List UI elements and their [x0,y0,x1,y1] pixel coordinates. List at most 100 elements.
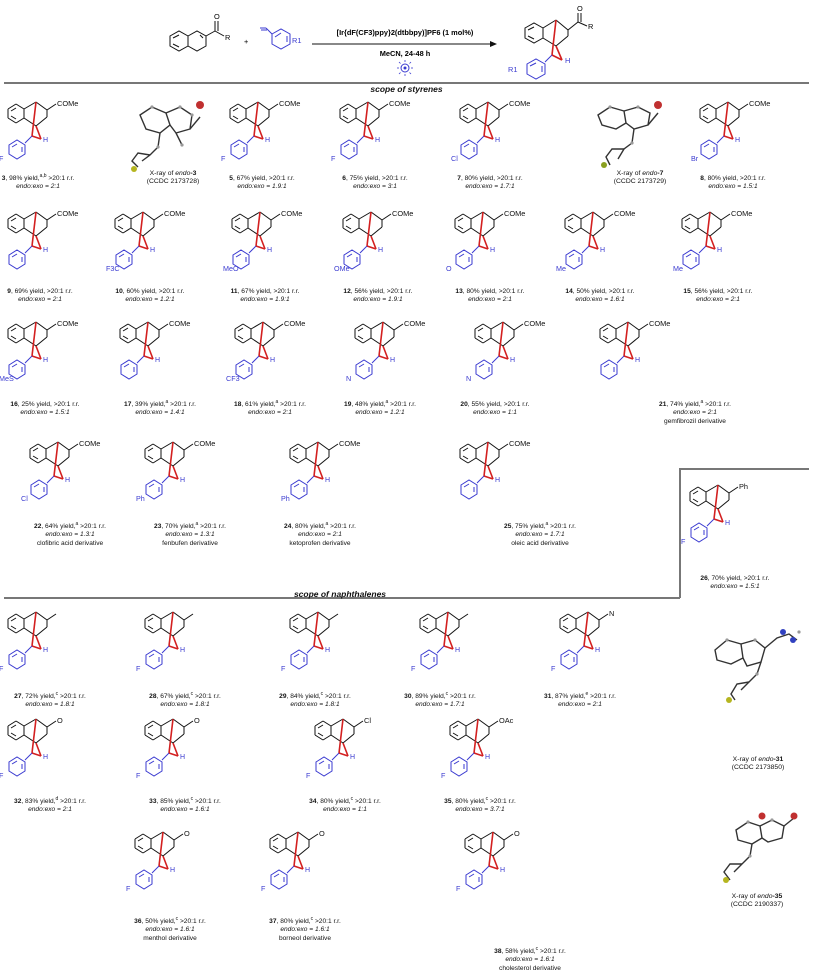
aryl-substituent-label: MeS [0,374,14,383]
yield-value: 80% yield, [295,523,326,531]
xray-structure-35 [712,808,802,888]
yield-value: 85% yield, [160,798,191,806]
product-structure [524,13,588,80]
svg-text:H: H [717,247,722,254]
rr-value: >20:1 r.r. [384,288,413,296]
yield-value: 67% yield, [160,693,191,701]
rr-value: >20:1 r.r. [388,401,416,409]
r-group-label: COMe [524,319,545,328]
aryl-substituent-label: N [346,374,351,383]
compound-number: 13 [455,288,463,296]
product-r-label: R [588,22,593,31]
compound-number: 10 [115,288,123,296]
compound-number: 8 [700,175,704,183]
footnote-marker: c [535,946,539,952]
endo-exo-ratio: endo:exo = 1.4:1 [135,409,185,417]
compound-number: 15 [683,288,691,296]
endo-exo-ratio: endo:exo = 3.7:1 [455,806,505,814]
derivative-note: borneol derivative [278,934,332,942]
yield-value: 75% yield, [515,523,546,531]
r-group-label: Ph [739,482,748,491]
compound-number: 38 [494,948,502,956]
footnote-marker: a [700,399,704,405]
aryl-substituent-label: F3C [106,264,120,273]
r-group-label: COMe [57,99,78,108]
r-group-label: OAc [499,716,514,725]
svg-text:H: H [43,357,48,364]
r-group-label: COMe [284,319,305,328]
compound-caption-26: 26, 70% yield, >20:1 r.r.endo:exo = 1.5:… [700,575,770,591]
compound-caption-16: 16, 25% yield, >20:1 r.r.endo:exo = 1.5:… [10,401,80,417]
svg-text:H: H [485,754,490,761]
compound-number: 27 [14,693,22,701]
r-group-label: O [194,716,200,725]
rr-value: >20:1 r.r. [267,175,295,183]
footnote-marker: a,b [39,173,47,179]
naphthyl-ketone-structure [169,21,225,52]
compound-number: 21 [659,401,667,409]
compound-number: 7 [457,175,461,183]
rr-value: >20:1 r.r. [193,798,221,806]
r-group-label: O [514,829,520,838]
svg-text:H: H [375,137,380,144]
divider-box-top [680,468,809,470]
aryl-substituent-label: F [126,884,131,893]
compound-caption-21: 21, 74% yield,a >20:1 r.r.endo:exo = 2:1… [659,399,731,425]
svg-text:H: H [43,647,48,654]
endo-exo-ratio: endo:exo = 1.6:1 [280,926,330,934]
endo-exo-ratio: endo:exo = 2:1 [673,409,717,417]
endo-exo-ratio: endo:exo = 2:1 [248,409,292,417]
svg-text:H: H [495,477,500,484]
compound-number: 6 [342,175,346,183]
aryl-substituent-label: F [281,664,286,673]
derivative-note: cholesterol derivative [499,964,561,972]
endo-exo-ratio: endo:exo = 1.9:1 [240,296,290,304]
svg-text:H: H [180,647,185,654]
rr-value: >20:1 r.r. [328,523,356,531]
svg-text:H: H [305,867,310,874]
rr-value: >20:1 r.r. [488,798,516,806]
svg-text:H: H [150,247,155,254]
aryl-substituent-label: F [0,664,4,673]
rr-value: >20:1 r.r. [538,948,566,956]
r-group-label: COMe [169,319,190,328]
compound-number: 19 [344,401,352,409]
rr-value: >20:1 r.r. [198,523,226,531]
aryl-substituent-label: O [446,264,452,273]
footnote-marker: c [190,691,194,697]
svg-text:H: H [595,647,600,654]
compound-number: 5 [229,175,233,183]
product-r1-label: R1 [508,65,517,74]
derivative-note: clofibric acid derivative [36,539,104,547]
r-group-label: COMe [509,99,530,108]
r-group-label: COMe [339,439,360,448]
endo-exo-ratio: endo:exo = 1.7:1 [515,531,565,539]
rr-value: >20:1 r.r. [58,798,86,806]
compound-caption-27: 27, 72% yield,c >20:1 r.r.endo:exo = 1.8… [14,691,86,709]
aryl-substituent-label: Br [691,154,699,163]
yield-value: 98% yield, [9,175,40,183]
yield-value: 74% yield, [670,401,701,409]
rr-value: >20:1 r.r. [271,288,300,296]
compound-number: 34 [309,798,317,806]
endo-exo-ratio: endo:exo = 1.6:1 [505,956,555,964]
rr-value: >20:1 r.r. [724,288,753,296]
compound-number: 17 [124,401,132,409]
rr-value: >20:1 r.r. [313,918,341,926]
svg-text:H: H [325,477,330,484]
yield-value: 58% yield, [505,948,536,956]
endo-exo-ratio: endo:exo = 1.3:1 [45,531,95,539]
rr-value: >20:1 r.r. [703,401,731,409]
